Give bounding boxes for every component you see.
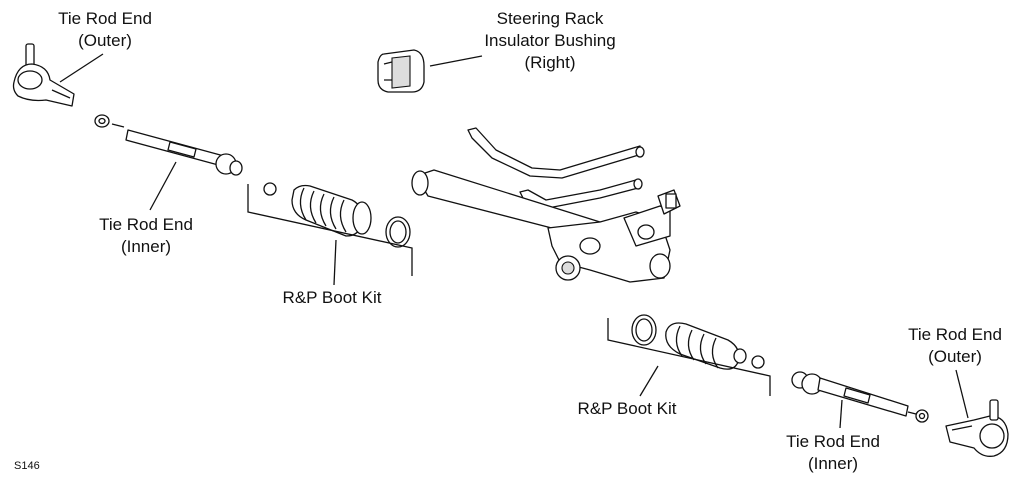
label-line: Tie Rod End	[58, 9, 152, 28]
label-line: (Right)	[524, 53, 576, 72]
label-line: Insulator Bushing	[484, 31, 616, 50]
figure-code: S146	[14, 460, 40, 472]
label-tie-rod-end-outer-left: Tie Rod End (Outer)	[58, 8, 152, 52]
label-line: (Inner)	[120, 237, 172, 256]
boot-clamp-small-left	[263, 182, 277, 196]
label-line: Tie Rod End	[908, 325, 1002, 344]
tie-rod-end-inner-left	[125, 129, 243, 176]
tie-rod-end-inner-right	[791, 371, 909, 417]
label-boot-kit-left: R&P Boot Kit	[283, 287, 382, 309]
steering-rack-insulator-bushing	[377, 49, 425, 93]
tie-rod-end-outer-right	[945, 399, 1009, 457]
bracket-boot-right	[607, 318, 771, 396]
label-tie-rod-end-outer-right: Tie Rod End (Outer)	[908, 324, 1002, 368]
leader-tie-rod-inner-right	[839, 399, 843, 429]
guide-line-left	[111, 123, 125, 128]
label-steering-rack-bushing: Steering Rack Insulator Bushing (Right)	[484, 8, 615, 74]
label-tie-rod-end-inner-right: Tie Rod End (Inner)	[786, 431, 880, 475]
label-boot-kit-right: R&P Boot Kit	[578, 398, 677, 420]
label-line: Tie Rod End	[99, 215, 193, 234]
leader-tie-rod-outer-left	[59, 53, 104, 83]
jam-nut-left	[94, 114, 110, 128]
label-line: (Outer)	[928, 347, 982, 366]
bracket-boot-left	[247, 184, 413, 276]
label-tie-rod-end-inner-left: Tie Rod End (Inner)	[99, 214, 193, 258]
label-line: Steering Rack	[496, 9, 604, 28]
label-line: R&P Boot Kit	[282, 288, 382, 307]
label-line: (Outer)	[78, 31, 132, 50]
tie-rod-end-outer-left	[12, 43, 75, 107]
leader-bushing	[429, 55, 483, 67]
leader-boot-left	[333, 239, 337, 286]
guide-line-right	[907, 411, 917, 415]
label-line: (Inner)	[807, 454, 859, 473]
leader-boot-right	[639, 365, 659, 397]
leader-tie-rod-outer-right	[955, 369, 969, 419]
rp-boot-right	[631, 314, 765, 370]
jam-nut-right	[915, 409, 929, 423]
leader-tie-rod-inner-left	[149, 161, 177, 211]
label-line: Tie Rod End	[786, 432, 880, 451]
rp-boot-left	[291, 184, 411, 248]
label-line: R&P Boot Kit	[577, 399, 677, 418]
steering-rack-housing	[411, 169, 681, 283]
